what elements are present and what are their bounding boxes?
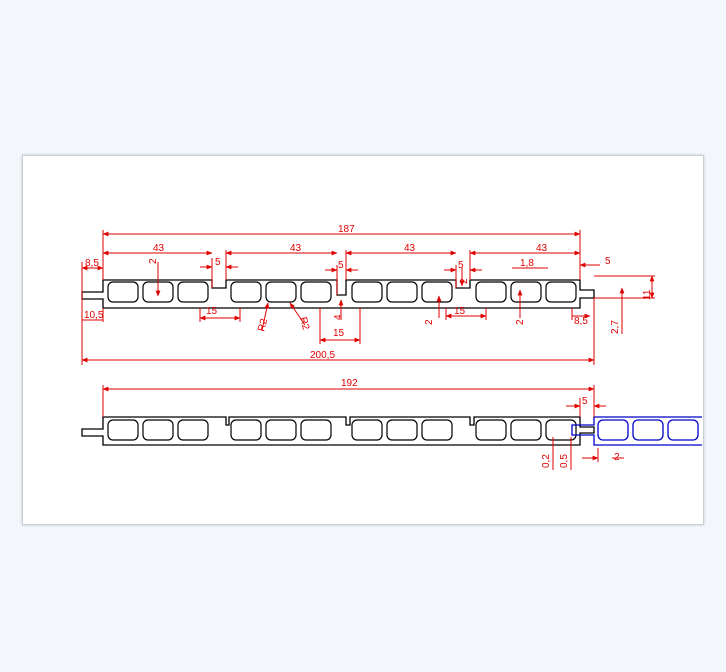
- cell: [545, 281, 577, 303]
- adjacent-profile: [571, 416, 702, 446]
- dim-gap: 0,2: [541, 454, 552, 468]
- dim-radius: R2: [297, 316, 311, 332]
- dim-gap: 2: [614, 452, 620, 463]
- dim-radius: R2: [256, 317, 270, 333]
- top-profile-cells: [107, 281, 577, 303]
- cell: [510, 419, 542, 441]
- cell: [230, 419, 262, 441]
- dim-groove: 15: [333, 328, 345, 339]
- top-dimension-labels: 187 43 43 43 43 8,5 10,5 5 5 5 5 1,8 15 …: [84, 224, 653, 361]
- dim-43: 43: [153, 243, 165, 254]
- cell: [475, 281, 507, 303]
- bottom-dimension-labels: 192 5 2 0,2 0,5: [341, 378, 620, 468]
- cell: [265, 281, 297, 303]
- bottom-profile-outline: [81, 416, 595, 446]
- cell: [230, 281, 262, 303]
- cell: [177, 419, 209, 441]
- dim-rib: 2: [424, 319, 435, 325]
- cell: [177, 281, 209, 303]
- cell: [421, 281, 453, 303]
- cell: [510, 281, 542, 303]
- dim-gap: 5: [582, 396, 588, 407]
- cell: [265, 419, 297, 441]
- dim-slot: 5: [215, 257, 221, 268]
- cell: [667, 419, 699, 441]
- cell: [107, 281, 139, 303]
- drawing-sheet: [22, 155, 704, 525]
- dim-slot-right: 5: [605, 256, 611, 267]
- dim-right-offset: 8,5: [574, 316, 588, 327]
- dim-43: 43: [404, 243, 416, 254]
- dim-rib: 2: [515, 319, 526, 325]
- dim-height: 11: [642, 289, 653, 300]
- cell: [107, 419, 139, 441]
- cell: [475, 419, 507, 441]
- adjacent-profile-outline: [571, 416, 702, 446]
- bottom-dimensions: [102, 385, 624, 470]
- cell: [386, 281, 418, 303]
- cell: [632, 419, 664, 441]
- dim-43: 43: [536, 243, 548, 254]
- cell: [300, 281, 332, 303]
- cell: [300, 419, 332, 441]
- top-profile: [81, 279, 595, 309]
- dim-rib: 2: [459, 278, 470, 284]
- top-profile-outline: [81, 279, 595, 309]
- top-dimensions: [81, 230, 655, 365]
- cell: [142, 419, 174, 441]
- dim-depth: 4: [333, 314, 344, 320]
- dim-height: 2,7: [610, 320, 621, 334]
- cell: [386, 419, 418, 441]
- cell: [351, 419, 383, 441]
- dim-groove: 15: [206, 306, 218, 317]
- dim-left-offset-top: 8,5: [85, 258, 99, 269]
- dim-left-offset-bottom: 10,5: [84, 310, 104, 321]
- bottom-profile-cells: [107, 419, 577, 441]
- dim-overall-top: 187: [338, 224, 355, 235]
- dim-rib: 2: [148, 258, 159, 264]
- dim-overall: 192: [341, 378, 358, 389]
- dim-overall-bottom: 200,5: [310, 350, 335, 361]
- cell: [351, 281, 383, 303]
- dim-slot: 5: [458, 260, 464, 271]
- cell: [545, 419, 577, 441]
- dim-wall: 1,8: [520, 258, 534, 269]
- dim-slot: 5: [338, 260, 344, 271]
- dim-gap: 0,5: [559, 454, 570, 468]
- bottom-profile: [81, 416, 595, 446]
- cell: [421, 419, 453, 441]
- dim-groove: 15: [454, 306, 466, 317]
- dim-43: 43: [290, 243, 302, 254]
- cell: [597, 419, 629, 441]
